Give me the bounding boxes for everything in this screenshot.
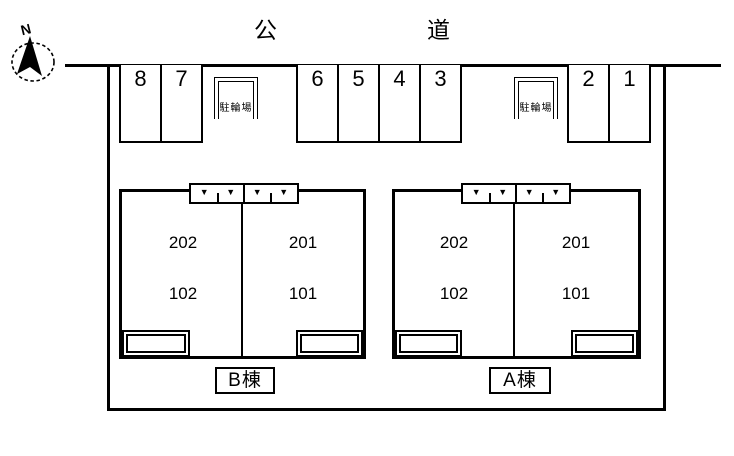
parking-stall: 4 (378, 65, 419, 141)
parking-stall: 8 (121, 65, 160, 141)
parking-stall: 7 (160, 65, 201, 141)
balcony-divider (489, 193, 491, 202)
parking-group-1: 8 7 (119, 65, 203, 143)
parking-stall: 3 (419, 65, 460, 141)
unit-label: 102 (439, 284, 469, 303)
balcony-marker-icon: ▼ (471, 187, 481, 197)
balcony-marker-icon: ▼ (226, 187, 236, 197)
balcony-cell: ▼ (218, 185, 245, 202)
porch-inner (300, 334, 359, 353)
balcony-cell: ▼ (516, 185, 543, 202)
parking-group-3: 2 1 (567, 65, 651, 143)
parking-stall: 6 (298, 65, 337, 141)
parking-stall: 5 (337, 65, 378, 141)
balcony-marker-icon: ▼ (199, 187, 209, 197)
balcony-cell: ▼ (463, 185, 490, 202)
balcony-cell: ▼ (543, 185, 570, 202)
building-a-unit-divider (513, 203, 515, 359)
unit-label: 202 (439, 233, 469, 252)
balcony-cell: ▼ (191, 185, 218, 202)
balcony-divider (270, 193, 272, 202)
building-name: A棟 (503, 369, 537, 391)
bike-shed-label: 駐輪場 (519, 103, 553, 114)
unit-label: 102 (168, 284, 198, 303)
balcony-cell: ▼ (271, 185, 298, 202)
porch-inner (126, 334, 186, 353)
building-b-porch-right (296, 330, 363, 357)
stall-number: 6 (311, 66, 324, 91)
stall-number: 8 (134, 66, 147, 91)
building-b-unit-divider (241, 203, 243, 359)
stall-number: 4 (393, 66, 406, 91)
stall-number: 7 (175, 66, 188, 91)
building-b-name-plate: B棟 (215, 367, 275, 394)
balcony-divider (243, 185, 245, 202)
unit-label: 101 (288, 284, 318, 303)
porch-inner (399, 334, 458, 353)
balcony-marker-icon: ▼ (524, 187, 534, 197)
unit-label: 201 (561, 233, 591, 252)
unit-label: 202 (168, 233, 198, 252)
stall-number: 5 (352, 66, 365, 91)
balcony-cell: ▼ (244, 185, 271, 202)
porch-inner (575, 334, 634, 353)
building-a-porch-right (571, 330, 638, 357)
stall-number: 1 (623, 66, 636, 91)
balcony-marker-icon: ▼ (498, 187, 508, 197)
compass-north-label: N (19, 20, 33, 38)
bike-shed: 駐輪場 (514, 77, 558, 119)
site-boundary-bottom (107, 408, 666, 411)
parking-stall: 1 (608, 65, 649, 141)
road-label-char-2: 道 (427, 17, 450, 43)
building-b-balcony-bay: ▼ ▼ ▼ ▼ (189, 183, 299, 204)
building-a-balcony-bay: ▼ ▼ ▼ ▼ (461, 183, 571, 204)
building-name: B棟 (228, 369, 262, 391)
parking-group-2: 6 5 4 3 (296, 65, 462, 143)
balcony-divider (542, 193, 544, 202)
site-boundary-left (107, 65, 110, 411)
bike-shed-inner-wall (518, 81, 554, 119)
building-a-name-plate: A棟 (489, 367, 551, 394)
building-a-porch-left (395, 330, 462, 357)
site-boundary-right (663, 65, 666, 411)
bike-shed-label: 駐輪場 (219, 103, 253, 114)
stall-number: 2 (582, 66, 595, 91)
balcony-divider (217, 193, 219, 202)
road-label-char-1: 公 (254, 17, 277, 43)
parking-stall: 2 (569, 65, 608, 141)
balcony-marker-icon: ▼ (279, 187, 289, 197)
compass-north-icon: N (11, 20, 55, 82)
building-b-porch-left (122, 330, 190, 357)
stall-number: 3 (434, 66, 447, 91)
bike-shed-inner-wall (218, 81, 254, 119)
bike-shed: 駐輪場 (214, 77, 258, 119)
balcony-cell: ▼ (490, 185, 517, 202)
balcony-divider (515, 185, 517, 202)
unit-label: 201 (288, 233, 318, 252)
unit-label: 101 (561, 284, 591, 303)
balcony-marker-icon: ▼ (551, 187, 561, 197)
balcony-marker-icon: ▼ (252, 187, 262, 197)
